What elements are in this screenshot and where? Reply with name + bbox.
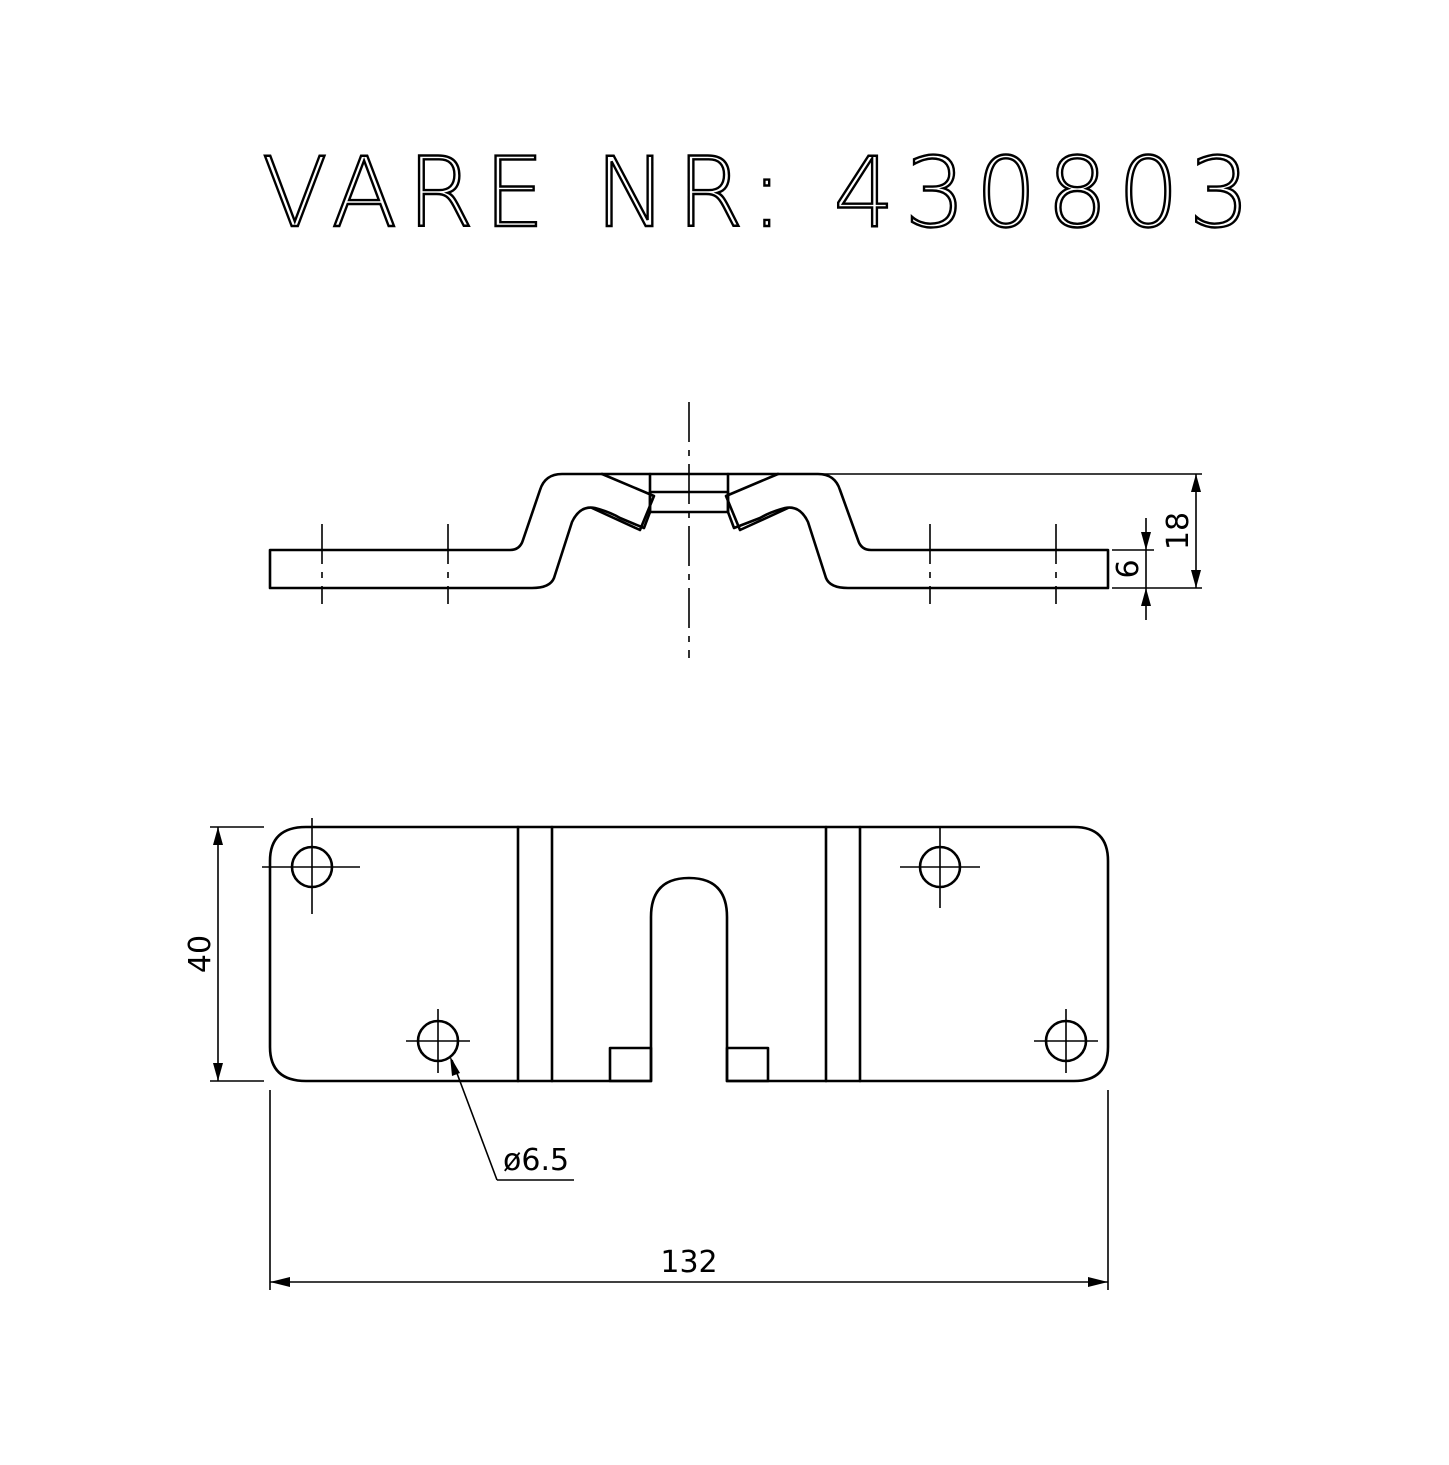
right-tab [724,472,790,532]
side-view: 18 6 [268,402,1202,658]
left-tab [590,472,656,532]
dim-hole-diameter: ø6.5 [503,1143,569,1178]
dim-height-total: 18 [1161,512,1196,550]
part-number-title: VARE NR: 430803 [262,137,1260,249]
hole-top-right [900,827,980,908]
dim-length: 132 [660,1245,717,1280]
top-view: 40 ø6.5 132 [183,818,1110,1290]
left-notch [608,1046,653,1083]
dim-width: 40 [183,935,218,973]
side-profile-outline [268,472,1110,590]
plate-outline [268,825,1110,1083]
hole-top-left [262,818,360,914]
right-notch [725,1046,770,1083]
hole-bottom-right [1034,1009,1098,1073]
hole-bottom-left [406,1009,470,1073]
dim-thickness: 6 [1111,559,1146,578]
